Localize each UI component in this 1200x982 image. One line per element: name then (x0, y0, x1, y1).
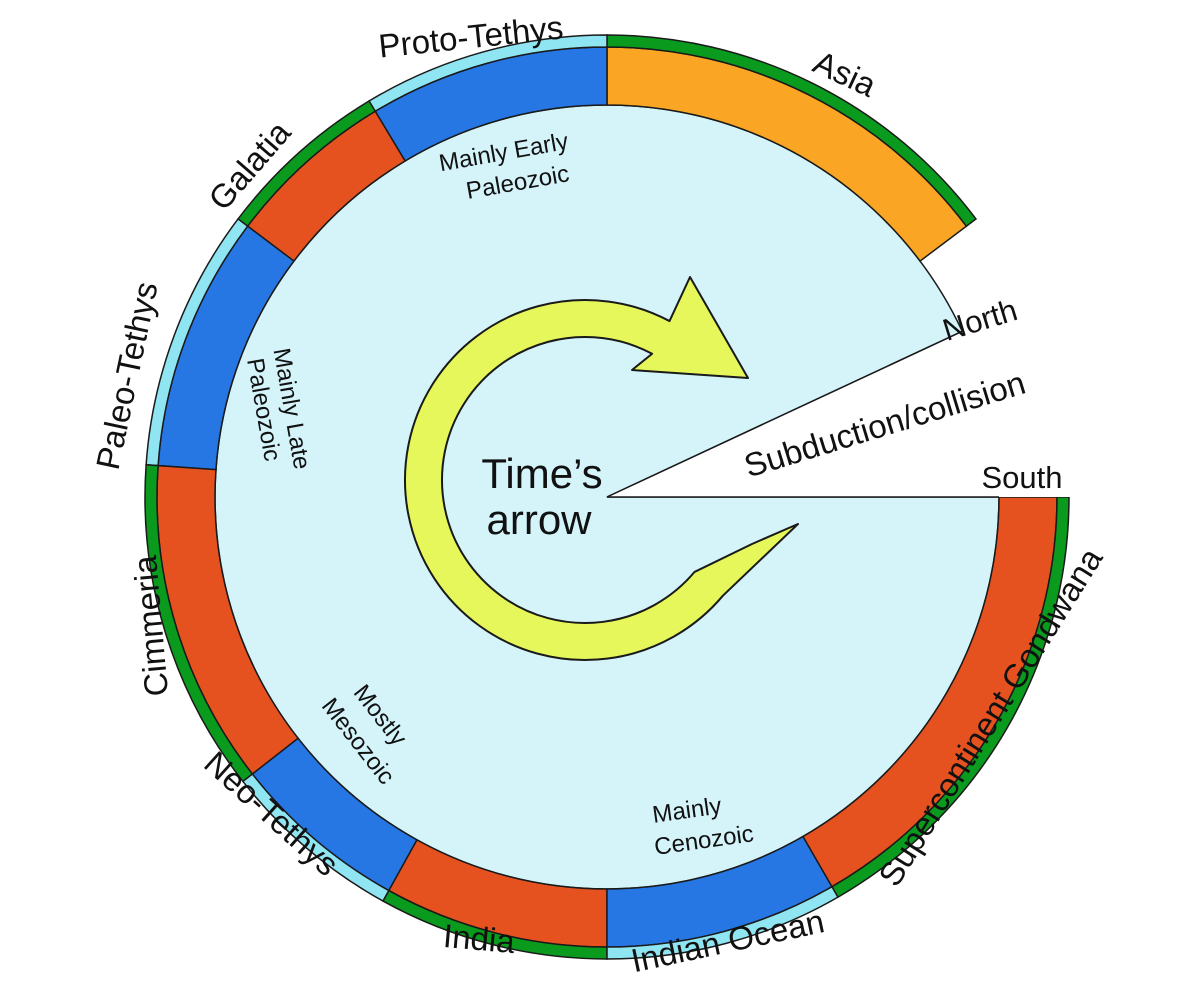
gap-wedge (607, 293, 1089, 497)
rim-neo-tethys (241, 772, 390, 903)
rim-proto-tethys (368, 34, 608, 113)
outer-label-india: India (442, 917, 517, 960)
center-label-line2: arrow (486, 496, 592, 543)
rim-galatia (236, 99, 377, 228)
rim-cimmeria (144, 463, 254, 783)
gap-edge-north (606, 330, 963, 498)
rim-asia (606, 34, 978, 228)
center-label: Time’s arrow (481, 450, 602, 543)
rim-india (381, 889, 608, 960)
arrow-layer (404, 276, 799, 661)
south-label: South (981, 460, 1062, 495)
rim-indian-ocean (606, 885, 840, 960)
ring-layer (144, 34, 1089, 960)
times-arrow-icon (404, 276, 799, 661)
rim-gondwana (830, 496, 1070, 899)
rim-paleo-tethys (145, 217, 249, 467)
center-label-line1: Time’s (481, 450, 602, 497)
